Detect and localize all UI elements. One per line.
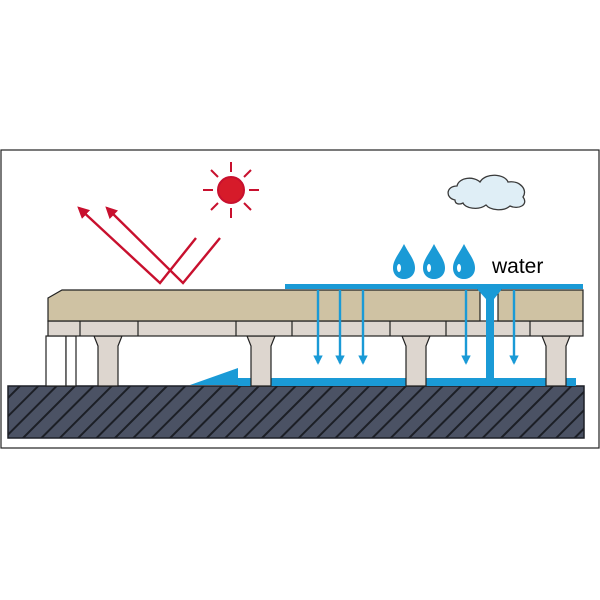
sun-icon: [203, 162, 259, 218]
cloud-icon: [447, 174, 526, 211]
deck-board-left: [47, 289, 481, 322]
joist-beam: [47, 320, 584, 337]
water-drops: [393, 244, 475, 279]
deck-board-right: [497, 289, 584, 322]
seepage-arrows: [313, 290, 519, 365]
support-posts: [45, 335, 571, 387]
ground-water-flow: [190, 368, 238, 385]
ground: [7, 385, 585, 439]
water-label: water: [491, 255, 543, 278]
deck-surface-water: [285, 284, 583, 289]
reflected-rays: [77, 206, 221, 285]
drain-channel-water: [477, 289, 502, 380]
